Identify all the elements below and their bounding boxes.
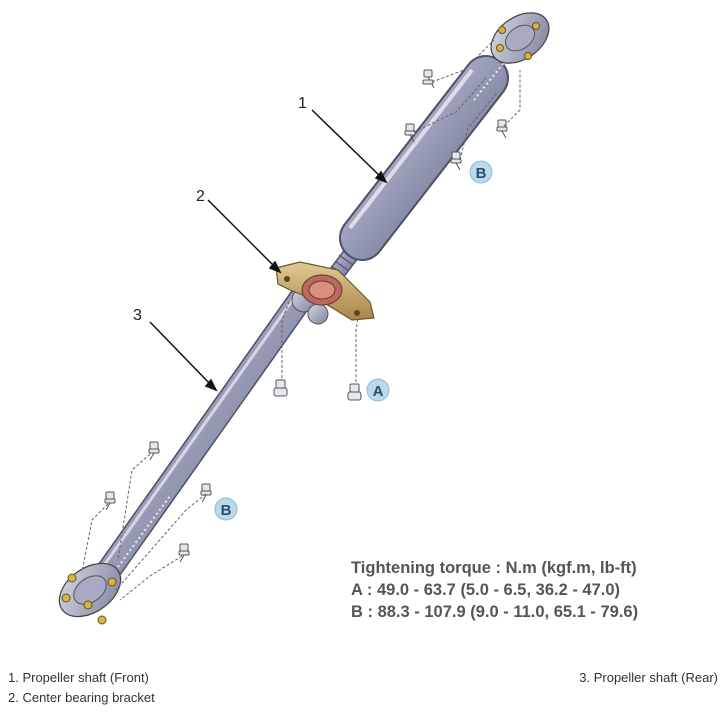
bolt-icon <box>178 543 190 563</box>
bolt-icon <box>422 69 435 89</box>
front-propeller-shaft <box>323 39 523 288</box>
torque-heading: Tightening torque : N.m (kgf.m, lb-ft) <box>351 559 637 577</box>
callout-leaders <box>149 109 388 392</box>
bolt-icon <box>450 151 462 171</box>
rear-propeller-shaft <box>89 287 329 593</box>
legend-item-3: 3. Propeller shaft (Rear) <box>579 670 718 685</box>
tightening-torque-spec: Tightening torque : N.m (kgf.m, lb-ft) A… <box>351 557 638 623</box>
badge-b-upper: B <box>469 160 493 184</box>
badge-b-lower: B <box>214 497 238 521</box>
bolt-icons <box>104 69 508 563</box>
svg-text:A: A <box>373 383 384 400</box>
bolt-icon <box>404 123 416 143</box>
bolt-icon <box>200 483 212 503</box>
bolt-icon <box>273 379 288 397</box>
legend-item-1: 1. Propeller shaft (Front) <box>8 670 149 685</box>
badge-a: A <box>366 378 390 402</box>
callout-2: 2 <box>196 188 205 205</box>
front-flange <box>490 12 550 64</box>
bolt-icon <box>104 491 116 511</box>
torque-line-a: A : 49.0 - 63.7 (5.0 - 6.5, 36.2 - 47.0) <box>351 581 621 599</box>
bolt-icon <box>148 441 160 461</box>
torque-line-b: B : 88.3 - 107.9 (9.0 - 11.0, 65.1 - 79.… <box>351 603 639 621</box>
bolt-icon <box>347 383 362 401</box>
center-bearing-bracket <box>275 261 375 321</box>
svg-text:B: B <box>221 502 232 519</box>
bolt-icon <box>496 119 508 139</box>
rear-flange <box>58 562 122 625</box>
bolt-leader-lines <box>81 39 521 601</box>
callout-1: 1 <box>298 95 307 112</box>
svg-text:B: B <box>476 165 487 182</box>
legend-item-2: 2. Center bearing bracket <box>8 690 155 705</box>
callout-3: 3 <box>133 307 142 324</box>
